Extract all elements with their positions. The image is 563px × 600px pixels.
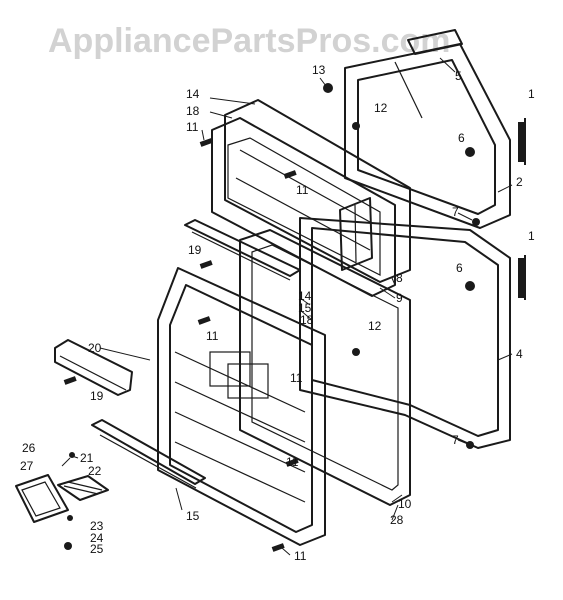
callout-4: 4 bbox=[516, 347, 523, 361]
fresh-food-door-bar-part bbox=[91, 419, 206, 489]
callout-15: 15 bbox=[186, 509, 200, 523]
callout-6: 6 bbox=[458, 131, 465, 145]
callout-6: 6 bbox=[456, 261, 463, 275]
callout-21: 21 bbox=[80, 451, 94, 465]
callout-14: 14 bbox=[186, 87, 200, 101]
callout-15: 15 bbox=[298, 301, 312, 315]
callout-20: 20 bbox=[88, 341, 102, 355]
callout-23: 23 bbox=[90, 519, 104, 533]
screw-parts bbox=[63, 83, 480, 552]
callout-2: 2 bbox=[516, 175, 523, 189]
callout-12: 12 bbox=[374, 101, 388, 115]
callout-11: 11 bbox=[290, 371, 303, 385]
dairy-door-part bbox=[57, 475, 109, 501]
callout-1: 1 bbox=[528, 229, 535, 243]
callout-19: 19 bbox=[188, 243, 202, 257]
callout-8: 8 bbox=[396, 271, 403, 285]
callout-7: 7 bbox=[452, 433, 459, 447]
callout-9: 9 bbox=[396, 291, 403, 305]
callout-leaders bbox=[61, 57, 513, 556]
fresh-food-door-outer-part bbox=[299, 217, 526, 449]
freezer-door-bar-part bbox=[184, 219, 301, 281]
callout-13: 13 bbox=[312, 63, 326, 77]
callout-26: 26 bbox=[22, 441, 36, 455]
callout-1: 1 bbox=[528, 87, 535, 101]
callout-28: 28 bbox=[390, 513, 404, 527]
callout-19: 19 bbox=[90, 389, 104, 403]
callout-14: 14 bbox=[298, 289, 312, 303]
freezer-door-outer-part bbox=[344, 43, 526, 229]
fresh-food-gasket-part bbox=[239, 229, 411, 506]
callout-11: 11 bbox=[294, 549, 307, 563]
callout-24: 24 bbox=[90, 531, 104, 545]
callout-18: 18 bbox=[186, 104, 200, 118]
callout-25: 25 bbox=[90, 542, 104, 556]
callout-5: 5 bbox=[455, 69, 462, 83]
callout-27: 27 bbox=[20, 459, 34, 473]
callout-22: 22 bbox=[88, 464, 102, 478]
callout-labels: 13 5 1 14 18 11 12 6 2 11 7 1 19 6 8 14 … bbox=[20, 63, 535, 563]
callout-11: 11 bbox=[286, 455, 299, 469]
callout-7: 7 bbox=[452, 205, 459, 219]
freezer-handle-trim-part bbox=[407, 29, 463, 55]
callout-18: 18 bbox=[300, 313, 314, 327]
door-shelf-part bbox=[54, 339, 133, 396]
watermark-text: AppliancePartsPros.com bbox=[48, 22, 450, 60]
callout-10: 10 bbox=[398, 497, 412, 511]
dairy-compartment-part bbox=[15, 474, 69, 523]
callout-11: 11 bbox=[206, 329, 219, 343]
callout-11: 11 bbox=[186, 120, 199, 134]
callout-12: 12 bbox=[368, 319, 382, 333]
freezer-inner-liner-part bbox=[211, 99, 411, 297]
callout-11: 11 bbox=[296, 183, 309, 197]
